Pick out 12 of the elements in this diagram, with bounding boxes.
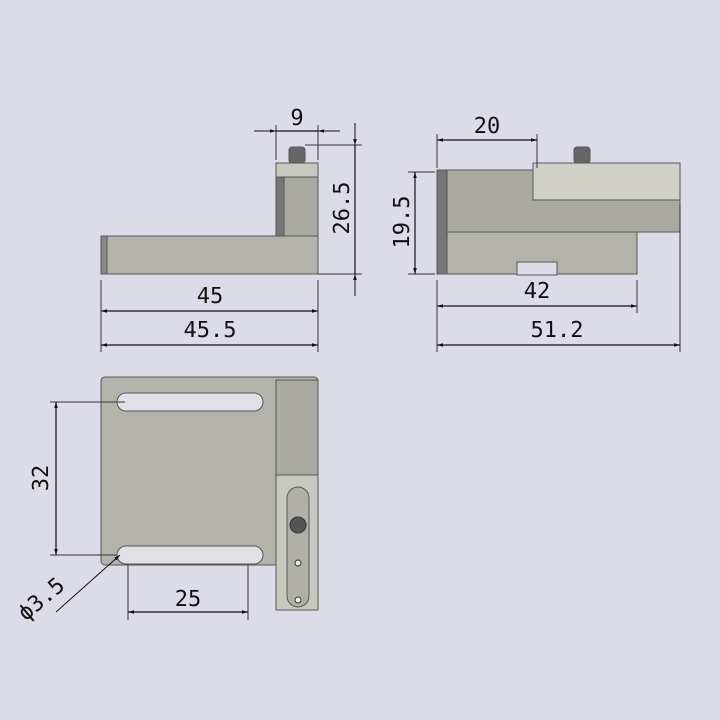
dimension-label: 45.5 [184,320,236,342]
dimension-label: 25 [174,589,202,611]
dimension-label: 26.5 [332,182,354,234]
dimension-label: 32 [31,464,53,492]
leader-line [56,554,120,612]
dimension-label: 45 [196,286,224,308]
slot-hole [116,546,264,564]
dimension-label: 51.2 [530,320,584,342]
dimension-label: 19.5 [392,196,414,248]
dimension-label: 20 [474,116,500,138]
dimension-label: 9 [290,108,304,130]
dimension-label: 42 [524,281,550,303]
